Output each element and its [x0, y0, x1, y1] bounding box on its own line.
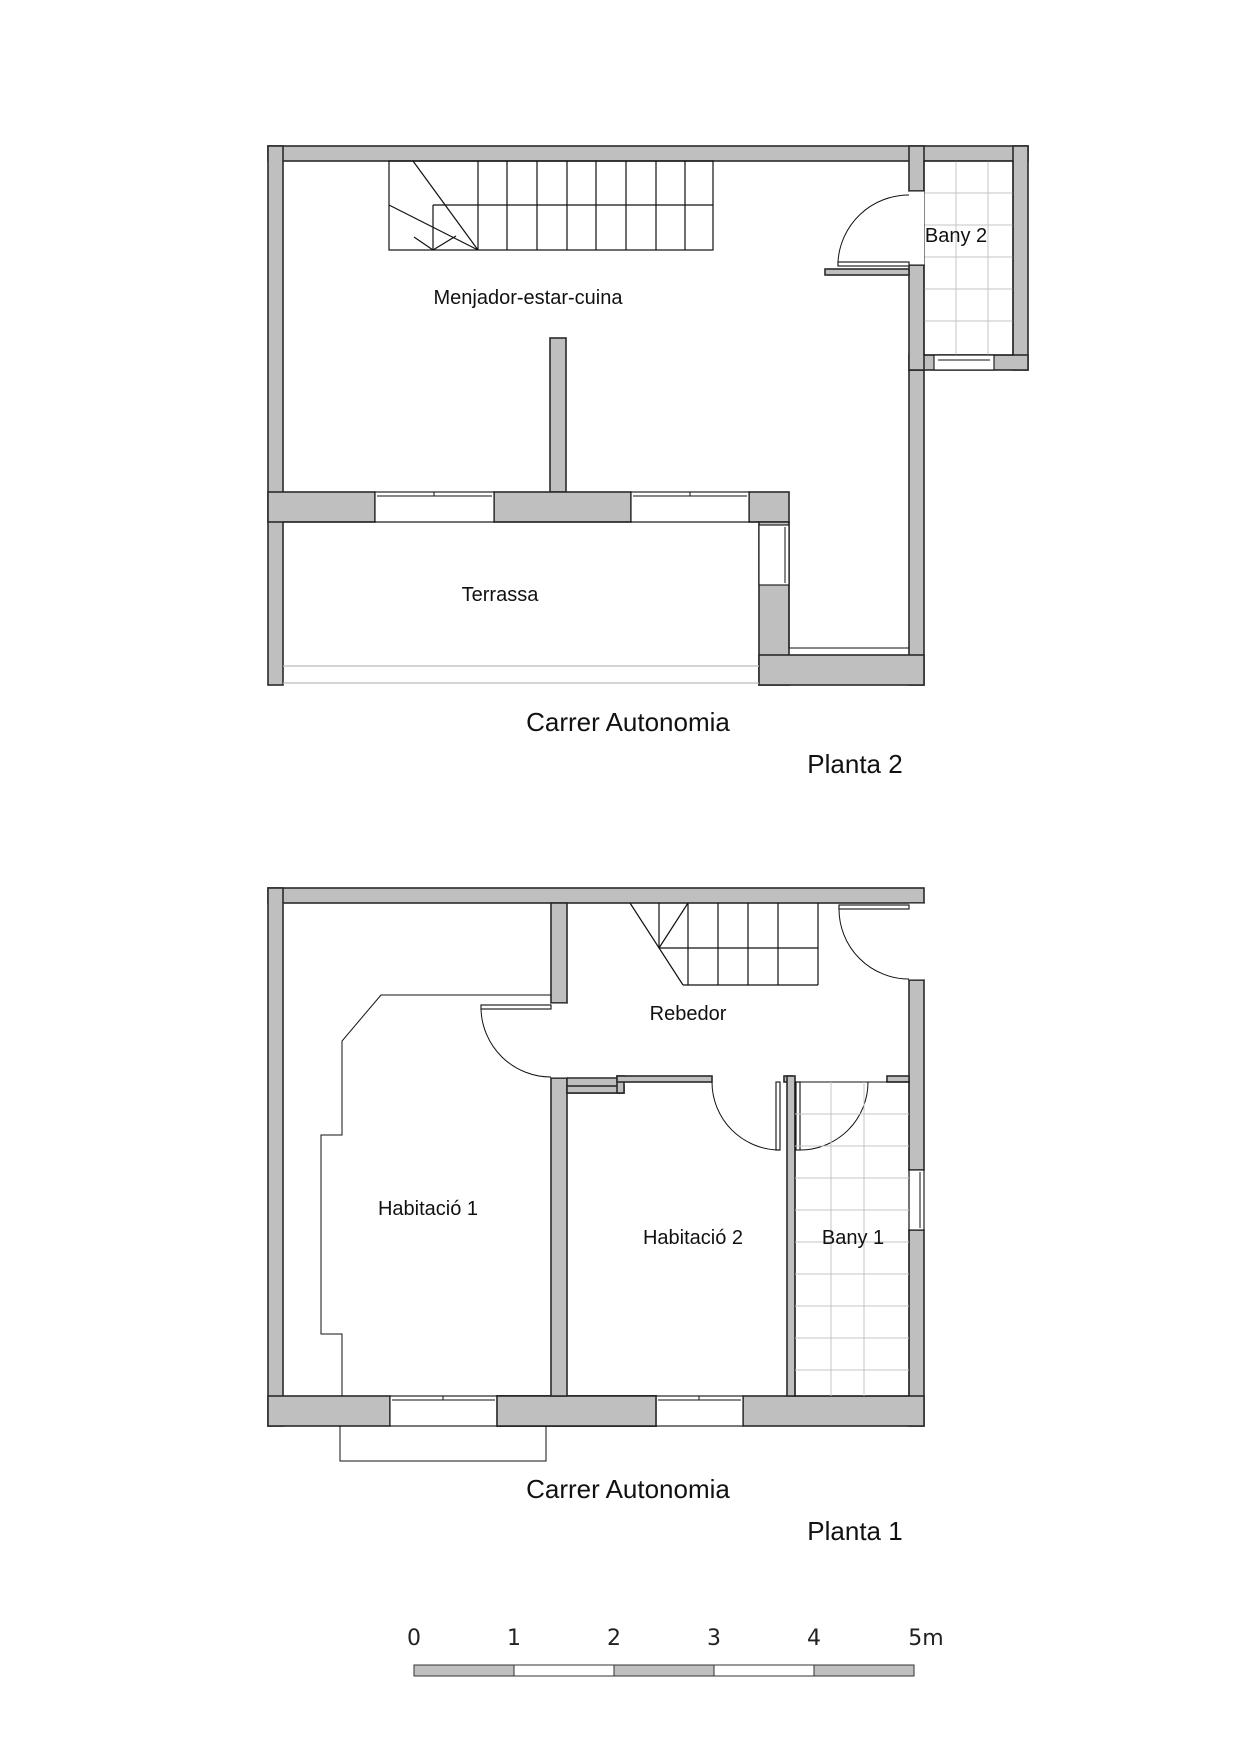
wall-bany2-left-upper — [908, 145, 925, 192]
room-label-menjador: Menjador-estar-cuina — [434, 287, 624, 309]
scale-bar: 0 1 2 3 4 5m — [407, 1626, 944, 1677]
door-bany2 — [837, 190, 924, 267]
window-terrace-2 — [630, 491, 750, 523]
wall-left-p1 — [267, 887, 284, 1427]
plan-title-planta-2: Planta 2 — [807, 749, 902, 779]
wall-stub — [824, 268, 910, 276]
door-bany1 — [795, 1081, 869, 1151]
wall-right — [908, 369, 925, 686]
scale-label-5m: 5m — [908, 1626, 943, 1651]
door-entrance — [838, 902, 924, 981]
room-label-habitacio-2: Habitació 2 — [643, 1227, 743, 1249]
wall-left — [267, 145, 284, 686]
street-label-planta-1: Carrer Autonomia — [526, 1474, 730, 1504]
inner-corridor-outline — [788, 522, 909, 649]
plan-planta-2: Menjador-estar-cuina Terrassa Bany 2 Car… — [267, 145, 1029, 779]
bany2-tiles — [923, 160, 1014, 356]
wall-top-p1 — [267, 887, 925, 904]
plan-title-planta-1: Planta 1 — [807, 1516, 902, 1546]
wall-hab1-hab2 — [550, 1077, 568, 1397]
room-label-terrassa: Terrassa — [462, 584, 540, 606]
scale-label-1: 1 — [507, 1626, 521, 1651]
scale-label-3: 3 — [707, 1626, 721, 1651]
window-terrace-side — [758, 524, 790, 586]
door-hab2 — [711, 1081, 781, 1151]
staircase-lower — [629, 902, 819, 986]
plan-planta-1: Rebedor Habitació 1 Habitació 2 Bany 1 C… — [267, 887, 925, 1546]
staircase-upper — [388, 160, 714, 251]
room-label-bany-1: Bany 1 — [822, 1227, 884, 1249]
scale-label-0: 0 — [407, 1626, 421, 1651]
wall-step-low — [566, 1085, 625, 1094]
wall-step-high — [616, 1075, 713, 1083]
room-label-habitacio-1: Habitació 1 — [378, 1198, 478, 1220]
street-label-planta-2: Carrer Autonomia — [526, 707, 730, 737]
wall-hab2-bany1 — [786, 1075, 796, 1397]
room-label-rebedor: Rebedor — [650, 1003, 727, 1025]
wall-right-p1 — [908, 979, 925, 1171]
partition-wall — [549, 337, 567, 493]
room-label-bany2: Bany 2 — [925, 225, 987, 247]
wall-hab1-rebedor-upper — [550, 902, 568, 1004]
scale-label-4: 4 — [807, 1626, 821, 1651]
bany1-tiles — [794, 1081, 910, 1397]
balcony — [339, 1426, 547, 1462]
wall-bany2-left-lower — [908, 264, 925, 371]
window-bany2 — [933, 354, 995, 371]
scale-label-2: 2 — [607, 1626, 621, 1651]
wall-terrace — [267, 491, 925, 686]
door-hab1 — [480, 1002, 567, 1079]
wall-bany2-right — [1012, 145, 1029, 371]
wardrobe-outline — [320, 994, 551, 1396]
window-bany1 — [908, 1169, 925, 1231]
